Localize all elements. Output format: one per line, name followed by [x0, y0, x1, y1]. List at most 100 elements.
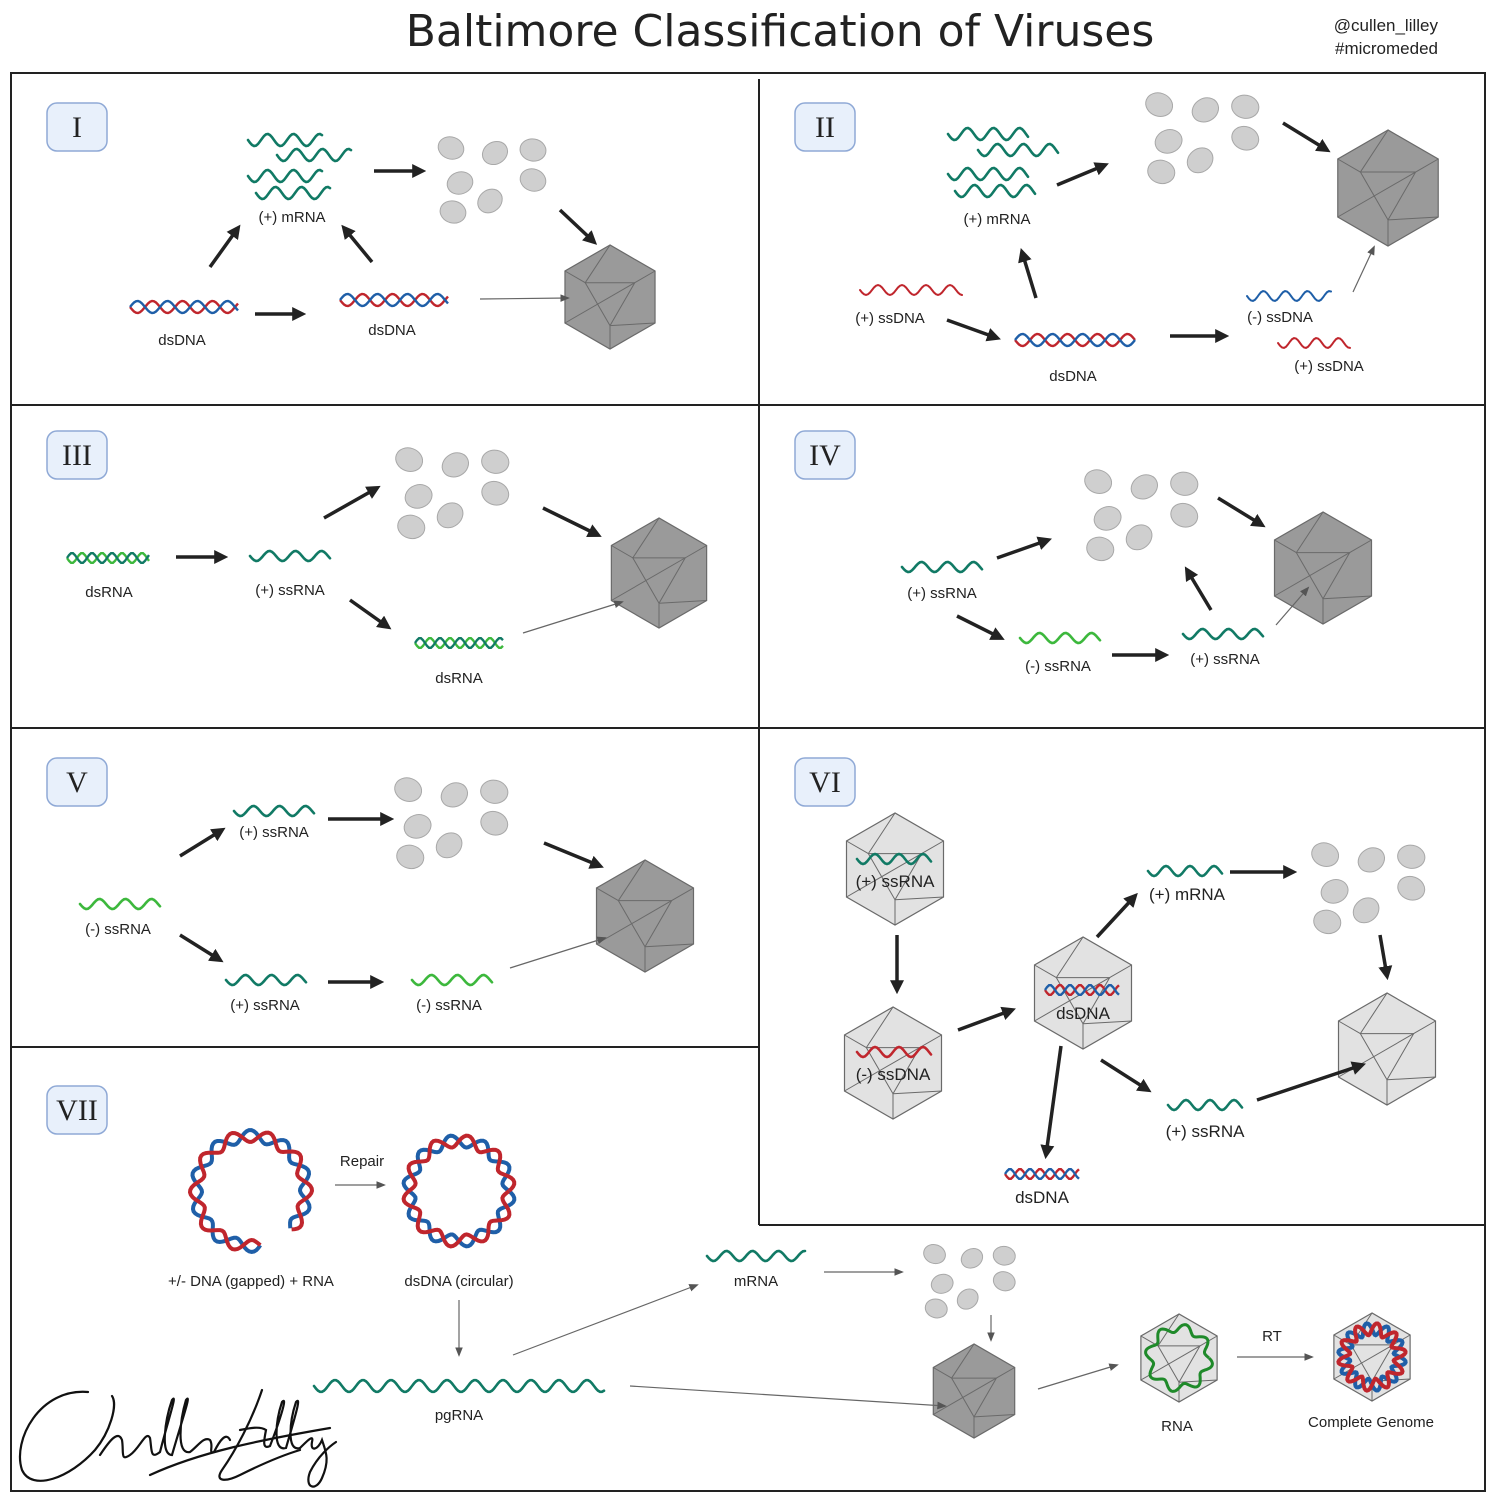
VI-capsid-assembly-edge-4 [1386, 1076, 1436, 1081]
credit-hashtag: #micromeded [1335, 39, 1438, 58]
VI-capsid-ssrna-edge-5 [921, 840, 944, 855]
VI-capsid-dsdna-edge-4 [1082, 1020, 1132, 1025]
VII-proteins-protein-3 [930, 1273, 954, 1294]
label-VII-pgrna: pgRNA [435, 1407, 483, 1424]
VI-proteins-protein-3 [1320, 879, 1349, 904]
badge-II [794, 102, 856, 152]
VI-dsdna [1044, 984, 1120, 996]
I-proteins-protein-4 [519, 168, 547, 192]
VI-capsid-ssrna-edge-2 [846, 853, 922, 898]
III-arrow-package [522, 600, 624, 634]
VI-capsid-assembly-edge-0 [1359, 992, 1388, 1034]
VI-capsid-dsdna-edge-1 [1034, 964, 1057, 979]
II-ssdna-neg [1246, 290, 1332, 302]
VII-capsid [932, 1343, 1016, 1439]
VI-dsdna-2-strand-a [1004, 1168, 1080, 1180]
panel-grid [10, 72, 1486, 1492]
II-capsid-edge-5 [1415, 158, 1439, 173]
label-V-ssrna-pos-bottom: (+) ssRNA [230, 997, 300, 1014]
III-ssrna-pos [248, 549, 332, 563]
III-dsrna-2 [414, 637, 504, 649]
V-capsid-edge-4 [644, 943, 694, 948]
VI-proteins-protein-1 [1357, 847, 1386, 873]
label-II-dsdna: dsDNA [1049, 368, 1097, 385]
VII-gapped-dna [187, 1128, 315, 1255]
IV-proteins-protein-1 [1130, 474, 1159, 500]
I-capsid-edge-2 [564, 282, 636, 324]
label-IV-ssrna-pos-2: (+) ssRNA [1190, 651, 1260, 668]
label-VII-repair: Repair [340, 1153, 384, 1170]
II-proteins-protein-3 [1154, 129, 1183, 154]
I-arrow-transcribe [208, 224, 241, 269]
numeral-VI: VI [809, 766, 841, 799]
I-capsid-edge-1 [564, 270, 586, 284]
II-arrow-transcribe [1018, 247, 1038, 299]
panel-VII: VII +/- DNA (gapped) + RNA Repair dsDNA … [46, 1085, 1434, 1435]
I-proteins-protein-1 [481, 140, 509, 166]
badge-IV [794, 430, 856, 480]
numeral-VII: VII [56, 1094, 98, 1127]
label-VI-ssrna-pos: (+) ssRNA [856, 872, 936, 891]
III-capsid-edge-5 [684, 545, 707, 559]
VI-arrow-integrate [957, 1006, 1016, 1032]
III-proteins-protein-2 [481, 449, 510, 474]
II-mrna-3 [946, 166, 1030, 182]
V-ssrna-pos-bottom [224, 973, 308, 987]
V-capsid-edge-2 [596, 900, 672, 945]
label-VII-rt: RT [1262, 1328, 1282, 1345]
credit-block: @cullen_lilley #micromeded [1334, 14, 1438, 60]
III-proteins-protein-3 [404, 484, 433, 509]
I-arrow-package [479, 294, 570, 302]
VI-capsid-ssdna [843, 1006, 943, 1120]
III-capsid-edge-4 [658, 600, 707, 604]
III-proteins-protein-0 [395, 447, 424, 472]
II-ssdna-pos [859, 283, 963, 297]
label-III-dsrna-1: dsRNA [85, 584, 133, 601]
II-proteins-protein-6 [1147, 159, 1176, 185]
I-mrna-2 [275, 147, 353, 163]
VI-arrow-replicate [1040, 1045, 1063, 1160]
III-proteins [395, 447, 510, 540]
VI-virion-rna [855, 852, 933, 866]
panel-II: II (+) mRNA (+) ssDNA dsDNA (-) ssDNA (+… [794, 102, 1364, 385]
badge-III [46, 430, 108, 480]
IV-proteins-protein-6 [1086, 536, 1115, 562]
I-proteins-protein-3 [446, 171, 474, 195]
II-capsid-edge-4 [1387, 216, 1439, 221]
label-V-ssrna-neg-2: (-) ssRNA [416, 997, 482, 1014]
VII-arrow-package [629, 1385, 947, 1410]
III-capsid-edge-1 [611, 545, 634, 559]
VI-proteins-protein-2 [1397, 844, 1426, 869]
VI-proteins-protein-5 [1352, 897, 1380, 924]
IV-capsid-edge-4 [1322, 595, 1372, 600]
IV-capsid-edge-0 [1295, 511, 1324, 553]
I-dsdna-2-strand-b [339, 292, 449, 308]
III-dsrna-1 [66, 552, 150, 564]
VII-proteins-protein-2 [992, 1245, 1016, 1266]
VII-complete-genome [1336, 1321, 1408, 1393]
numeral-V: V [66, 766, 88, 799]
IV-proteins-protein-4 [1170, 502, 1199, 528]
V-ssrna-neg-2 [410, 973, 494, 987]
VII-arrow-bud [1037, 1363, 1119, 1390]
I-arrow-assemble [558, 208, 598, 245]
page-title: Baltimore Classification of Viruses [405, 6, 1155, 57]
VII-proteins [923, 1243, 1016, 1319]
VI-capsid-ssdna-edge-0 [865, 1006, 894, 1048]
II-proteins-protein-4 [1231, 125, 1260, 151]
II-proteins-protein-0 [1145, 92, 1174, 117]
II-proteins-protein-5 [1186, 147, 1214, 174]
panel-III: III dsRNA (+) ssRNA dsRNA [46, 430, 483, 687]
VI-capsid-ssrna-edge-4 [894, 896, 944, 901]
VI-proteins-protein-4 [1397, 875, 1426, 901]
II-mrna-2 [976, 142, 1060, 158]
VI-dsdna-strand-b [1044, 984, 1120, 996]
label-II-mrna: (+) mRNA [963, 211, 1030, 228]
label-III-ssrna-pos: (+) ssRNA [255, 582, 325, 599]
label-VI-dsdna-2: dsDNA [1015, 1188, 1070, 1207]
VI-dsdna-strand-a [1044, 984, 1120, 996]
label-II-ssdna-neg: (-) ssDNA [1247, 309, 1313, 326]
II-mrna-4 [953, 183, 1037, 199]
III-arrow-assemble [542, 506, 602, 537]
VI-dsdna-2 [1004, 1168, 1080, 1180]
